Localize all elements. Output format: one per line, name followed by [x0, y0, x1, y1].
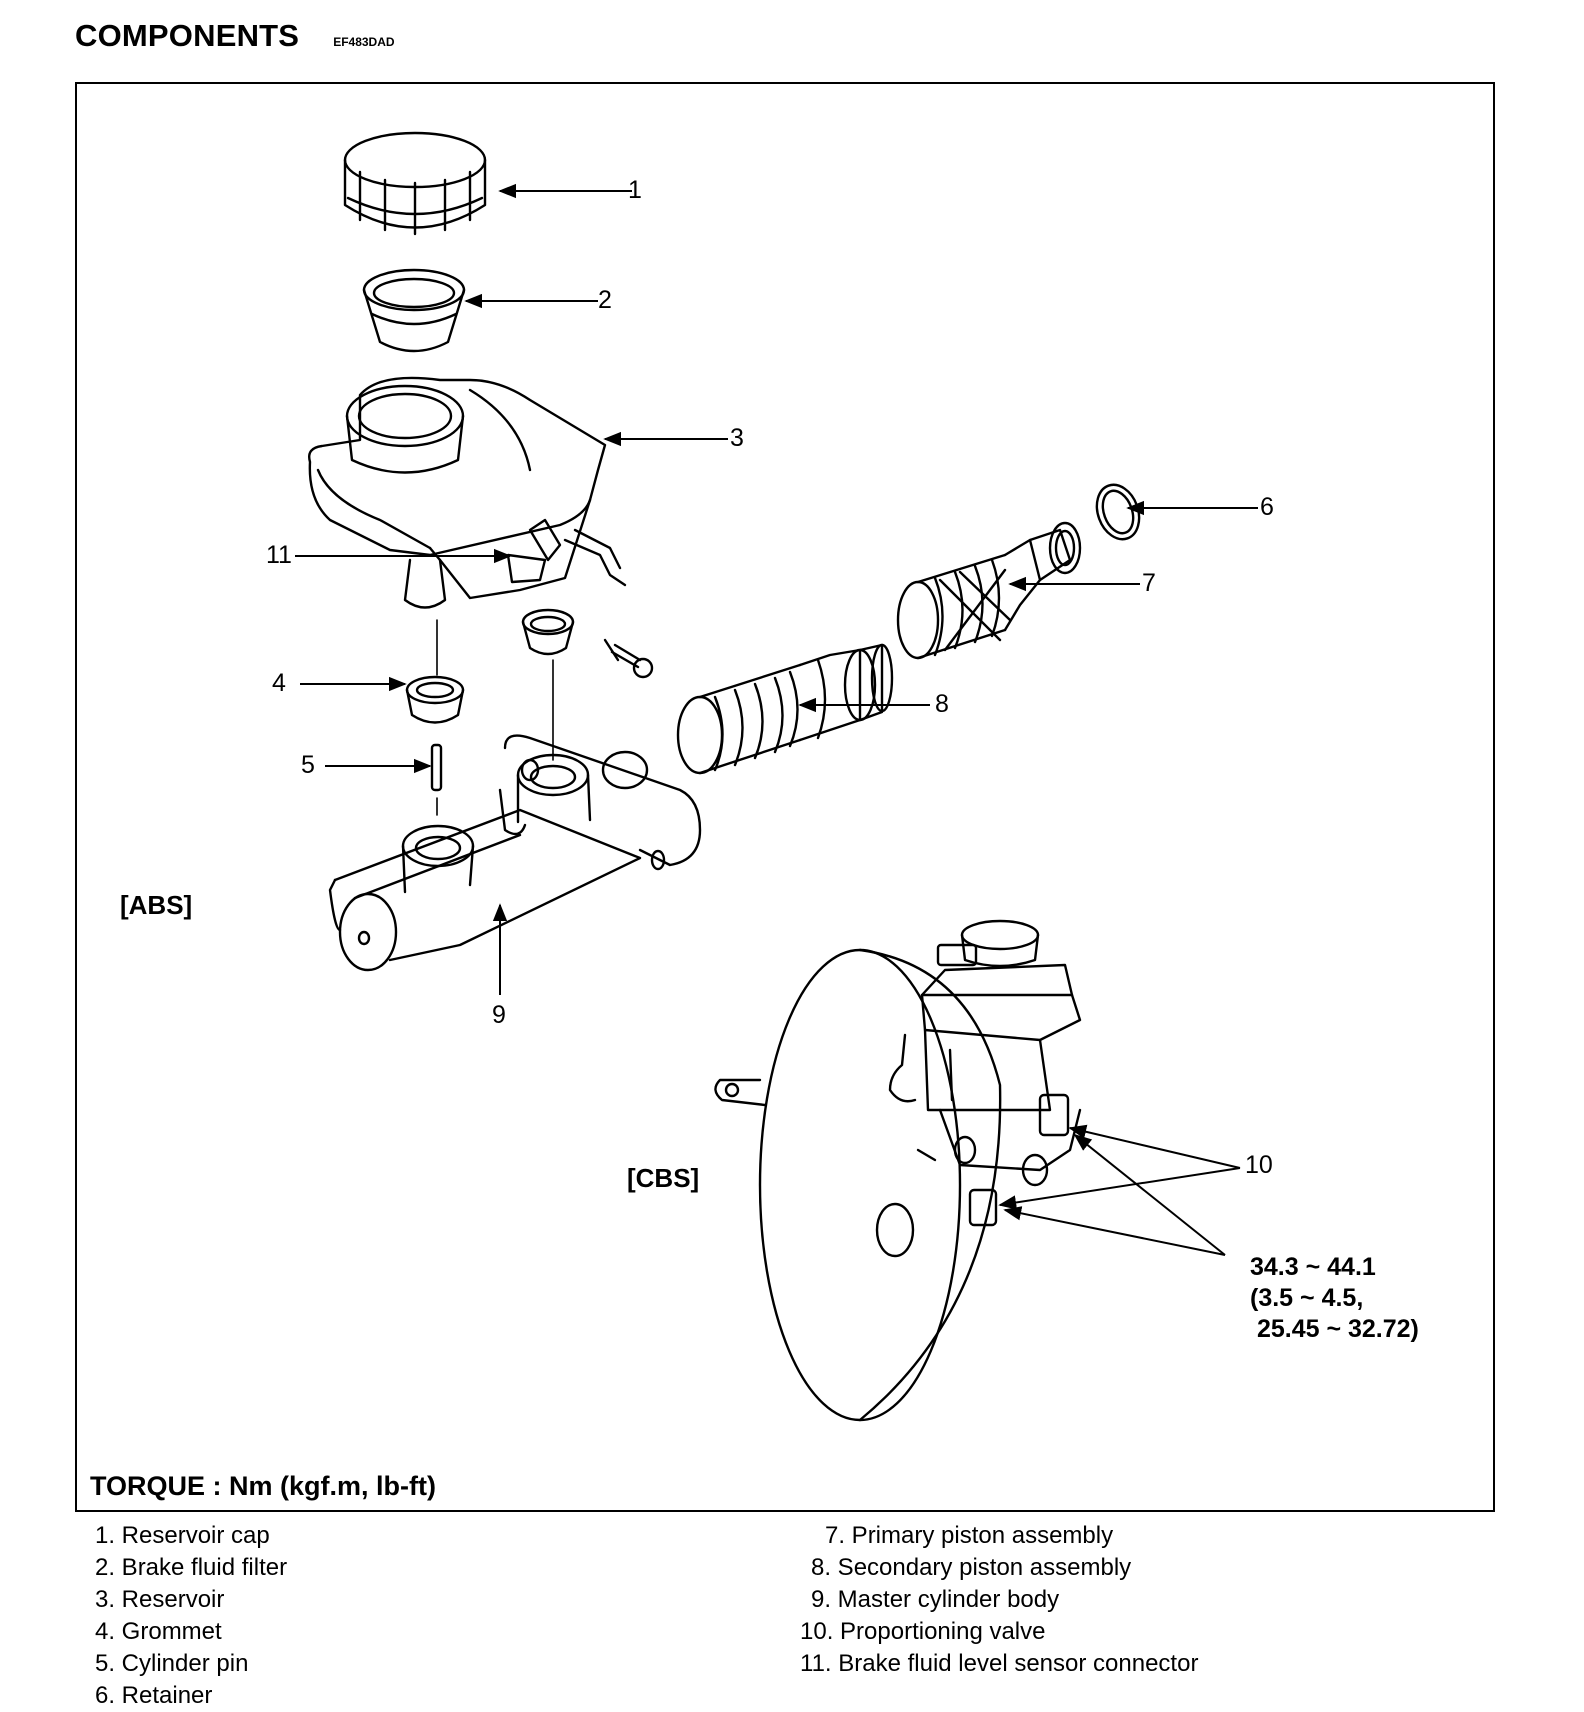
page-title: COMPONENTS: [75, 18, 300, 53]
parts-legend-left: 1. Reservoir cap 2. Brake fluid filter 3…: [95, 1520, 287, 1712]
abs-variant-label: [ABS]: [120, 890, 193, 920]
leader-torque-a: [1073, 1133, 1226, 1256]
callout-11: 11: [266, 541, 292, 569]
diagram-frame: [75, 82, 1495, 1512]
leader-torque-b: [1003, 1206, 1226, 1256]
callout-8: 8: [935, 690, 949, 718]
callout-9: 9: [492, 1001, 506, 1029]
grommet-drawing: [405, 675, 465, 724]
callout-4: 4: [272, 669, 286, 697]
reservoir-drawing: [308, 376, 627, 609]
callout-7: 7: [1142, 569, 1156, 597]
document-code: EF483DAD: [333, 35, 395, 49]
legend-item: 6. Retainer: [95, 1682, 213, 1709]
cylinder-pin-drawing: [430, 743, 443, 792]
legend-item: 8. Secondary piston assembly: [811, 1554, 1132, 1581]
legend-item: 2. Brake fluid filter: [95, 1554, 288, 1581]
legend-item: 9. Master cylinder body: [811, 1586, 1060, 1613]
torque-units-note: TORQUE : Nm (kgf.m, lb-ft): [90, 1471, 436, 1501]
callout-6: 6: [1260, 493, 1274, 521]
cbs-variant-label: [CBS]: [627, 1163, 700, 1193]
legend-item: 4. Grommet: [95, 1618, 222, 1645]
cbs-assembly-drawing: [714, 919, 1082, 1422]
primary-piston-assembly-drawing: [896, 521, 1082, 660]
callout-10: 10: [1245, 1151, 1273, 1179]
torque-spec-line-3: 25.45 ~ 32.72): [1250, 1315, 1419, 1343]
legend-item: 7. Primary piston assembly: [825, 1522, 1114, 1549]
bolt-drawing: [603, 638, 654, 679]
legend-item: 10. Proportioning valve: [800, 1618, 1046, 1645]
brake-fluid-filter-drawing: [362, 268, 466, 353]
callout-5: 5: [301, 751, 315, 779]
legend-item: 1. Reservoir cap: [95, 1522, 270, 1549]
torque-spec-line-1: 34.3 ~ 44.1: [1250, 1253, 1376, 1281]
legend-item: 3. Reservoir: [95, 1586, 225, 1613]
legend-item: 5. Cylinder pin: [95, 1650, 249, 1677]
torque-spec: 34.3 ~ 44.1 (3.5 ~ 4.5, 25.45 ~ 32.72): [1250, 1252, 1419, 1345]
parts-legend-right: 7. Primary piston assembly 8. Secondary …: [800, 1520, 1198, 1680]
callout-2: 2: [598, 286, 612, 314]
upper-grommet-drawing: [521, 608, 575, 656]
page-heading: COMPONENTS EF483DAD: [75, 18, 395, 54]
retainer-drawing: [1095, 483, 1141, 541]
callout-1: 1: [628, 176, 642, 204]
torque-spec-line-2: (3.5 ~ 4.5,: [1250, 1284, 1364, 1312]
reservoir-cap-drawing: [343, 131, 487, 236]
callout-3: 3: [730, 424, 744, 452]
leader-10a: [1068, 1124, 1241, 1169]
secondary-piston-assembly-drawing: [676, 643, 894, 775]
legend-item: 11. Brake fluid level sensor connector: [800, 1650, 1199, 1677]
master-cylinder-body-drawing: [328, 734, 702, 972]
leader-10b: [998, 1167, 1241, 1210]
